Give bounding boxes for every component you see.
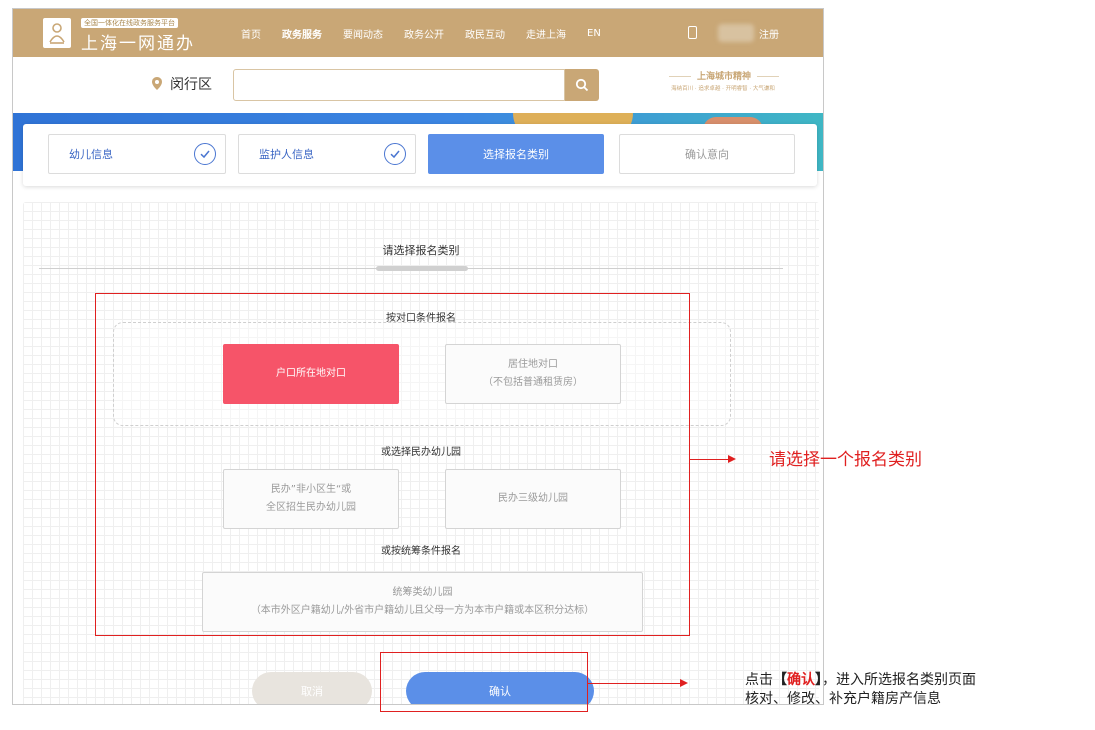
step-label: 监护人信息 xyxy=(259,148,314,161)
option-private-level3[interactable]: 民办三级幼儿园 xyxy=(445,469,621,529)
main-nav: 首页 政务服务 要闻动态 政务公开 政民互动 走进上海 EN xyxy=(241,9,622,57)
arrow-right-icon xyxy=(588,679,688,687)
option-note: （不包括普通租赁房） xyxy=(483,377,583,388)
step-confirm-intent[interactable]: 确认意向 xyxy=(619,134,795,174)
location-pin-icon xyxy=(152,77,162,90)
annotation-select-category: 请选择一个报名类别 xyxy=(769,450,922,469)
annotation-confirm-hint: 点击【确认】，进入所选报名类别页面 核对、修改、补充户籍房产信息 xyxy=(745,670,976,708)
search-button[interactable] xyxy=(565,69,599,101)
district-selector[interactable]: 闵行区 xyxy=(170,77,212,93)
top-navigation-bar: 全国一体化在线政务服务平台 上海一网通办 首页 政务服务 要闻动态 政务公开 政… xyxy=(13,9,823,57)
option-label: 民办”非小区生“或 xyxy=(270,484,352,495)
step-label: 幼儿信息 xyxy=(69,148,113,161)
annotation-text: 点击 xyxy=(745,671,773,687)
title-underline xyxy=(376,266,468,271)
annotation-bracket: 】 xyxy=(815,671,822,687)
option-label: 居住地对口 xyxy=(508,359,558,370)
nav-item-home[interactable]: 首页 xyxy=(241,29,261,41)
register-link[interactable]: 注册 xyxy=(759,30,779,41)
city-spirit-title: 上海城市精神 xyxy=(649,69,799,82)
confirm-button[interactable]: 确认 xyxy=(406,672,594,704)
option-hukou-catchment[interactable]: 户口所在地对口 xyxy=(223,344,399,404)
cancel-button[interactable]: 取消 xyxy=(252,672,372,704)
group-title-catchment: 按对口条件报名 xyxy=(386,313,456,324)
option-residence-catchment[interactable]: 居住地对口 （不包括普通租赁房） xyxy=(445,344,621,404)
app-name[interactable]: 上海一网通办 xyxy=(81,34,195,54)
city-spirit-subtitle: 海纳百川 · 追求卓越 · 开明睿智 · 大气谦和 xyxy=(671,86,775,92)
check-circle-icon xyxy=(384,143,406,165)
check-circle-icon xyxy=(194,143,216,165)
annotation-text: 核对、修改、补充户籍房产信息 xyxy=(745,690,941,706)
step-select-category[interactable]: 选择报名类别 xyxy=(428,134,604,174)
option-label: 户口所在地对口 xyxy=(276,368,346,379)
nav-item-news[interactable]: 要闻动态 xyxy=(343,29,383,41)
section-title: 请选择报名类别 xyxy=(382,244,460,257)
nav-item-shanghai[interactable]: 走进上海 xyxy=(526,29,566,41)
group-title-coordinated: 或按统筹条件报名 xyxy=(381,546,461,557)
option-private-district-wide[interactable]: 民办”非小区生“或 全区招生民办幼儿园 xyxy=(223,469,399,529)
annotation-text: ，进入所选报名类别页面 xyxy=(822,671,976,687)
option-note: （本市外区户籍幼儿/外省市户籍幼儿且父母一方为本市户籍或本区积分达标） xyxy=(250,605,595,616)
option-coordinated[interactable]: 统筹类幼儿园 （本市外区户籍幼儿/外省市户籍幼儿且父母一方为本市户籍或本区积分达… xyxy=(202,572,643,632)
group-title-private: 或选择民办幼儿园 xyxy=(381,447,461,458)
browser-screenshot: 全国一体化在线政务服务平台 上海一网通办 首页 政务服务 要闻动态 政务公开 政… xyxy=(12,8,824,705)
logo-icon[interactable] xyxy=(43,18,71,48)
annotation-bracket: 【 xyxy=(773,671,787,687)
arrow-right-icon xyxy=(690,455,736,463)
catchment-group-box xyxy=(113,322,731,426)
step-label: 选择报名类别 xyxy=(483,148,549,161)
category-form: 请选择报名类别 按对口条件报名 户口所在地对口 居住地对口 （不包括普通租赁房）… xyxy=(23,202,819,704)
annotation-highlight: 确认 xyxy=(787,671,815,687)
mobile-icon[interactable] xyxy=(688,26,697,39)
highlight-box-confirm xyxy=(380,652,588,712)
step-guardian-info[interactable]: 监护人信息 xyxy=(238,134,416,174)
option-label: 民办三级幼儿园 xyxy=(498,493,568,504)
step-label: 确认意向 xyxy=(685,148,729,161)
user-name-blurred[interactable] xyxy=(718,24,754,42)
search-bar: 闵行区 上海城市精神 海纳百川 · 追求卓越 · 开明睿智 · 大气谦和 xyxy=(13,57,823,113)
step-child-info[interactable]: 幼儿信息 xyxy=(48,134,226,174)
option-label: 统筹类幼儿园 xyxy=(392,587,453,598)
nav-item-english[interactable]: EN xyxy=(587,27,601,39)
option-label: 全区招生民办幼儿园 xyxy=(266,502,356,513)
step-progress: 幼儿信息 监护人信息 选择报名类别 确认意向 xyxy=(23,124,817,186)
search-icon xyxy=(575,78,589,92)
nav-item-public-info[interactable]: 政务公开 xyxy=(404,29,444,41)
platform-slogan: 全国一体化在线政务服务平台 xyxy=(81,18,178,28)
nav-item-interaction[interactable]: 政民互动 xyxy=(465,29,505,41)
search-input[interactable] xyxy=(233,69,565,101)
highlight-box-categories xyxy=(95,293,690,636)
nav-item-gov-services[interactable]: 政务服务 xyxy=(282,29,322,41)
